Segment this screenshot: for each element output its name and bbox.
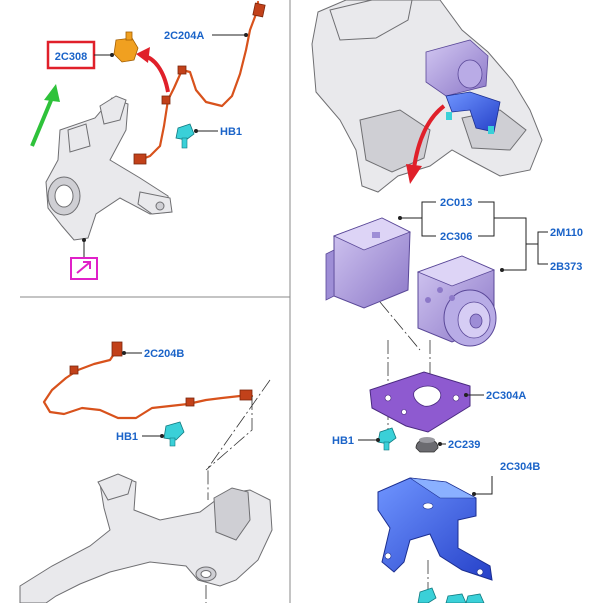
svg-text:2B373: 2B373: [550, 261, 582, 273]
svg-text:HB1: HB1: [116, 431, 138, 443]
label-2c304a: 2C304A: [464, 390, 526, 402]
svg-text:2C304B: 2C304B: [500, 461, 540, 473]
label-hb1-right: HB1: [332, 435, 380, 447]
abs-hydraulic-unit: [416, 255, 497, 347]
svg-text:HB1: HB1: [332, 435, 354, 447]
knuckle-assembly: [45, 95, 173, 258]
detail-marker-icon: [70, 257, 98, 280]
wheel-speed-wire-2c204b: [42, 341, 254, 420]
label-group-abs: 2C013 2C306 2M110 2B373: [398, 197, 583, 273]
bolt-hb1-top-icon: [175, 123, 195, 149]
label-2c308: 2C308: [46, 40, 114, 70]
svg-text:2C304A: 2C304A: [486, 390, 526, 402]
exploded-guides-left: [205, 379, 271, 603]
svg-text:HB1: HB1: [220, 126, 242, 138]
svg-text:2C306: 2C306: [440, 231, 472, 243]
bolt-hb1-mid-icon: [163, 421, 185, 447]
svg-text:2C013: 2C013: [440, 197, 472, 209]
abs-control-module: [325, 217, 411, 309]
label-2c304b: 2C304B: [472, 461, 540, 496]
svg-text:2C204B: 2C204B: [144, 348, 184, 360]
label-2c204b: 2C204B: [122, 348, 184, 360]
label-hb1-top: HB1: [194, 126, 242, 138]
svg-text:2C308: 2C308: [55, 51, 87, 63]
svg-text:2C239: 2C239: [448, 439, 480, 451]
svg-text:2M110: 2M110: [550, 227, 583, 239]
red-curved-arrow-icon: [136, 47, 170, 93]
grommet-2c239-icon: [415, 437, 439, 453]
mounting-plate-2c304a: [369, 371, 471, 433]
mounting-bracket-2c304b: [377, 477, 493, 581]
red-removal-arrow-icon: [406, 104, 446, 184]
wheel-speed-wire-2c204a: [133, 0, 266, 165]
body-structure-assembly: [311, 0, 543, 193]
svg-text:2C204A: 2C204A: [164, 30, 204, 42]
connector-2c308-icon: [113, 31, 139, 63]
bolt-hb1-right-icon: [377, 427, 397, 451]
bottom-bolts-icon: [417, 587, 485, 603]
abs-module-installed: [425, 39, 501, 134]
rear-axle-assembly: [19, 473, 273, 603]
label-2c204a: 2C204A: [164, 30, 248, 42]
label-2c239: 2C239: [438, 439, 480, 451]
label-hb1-mid: HB1: [116, 431, 164, 443]
green-arrow-icon: [30, 84, 60, 147]
